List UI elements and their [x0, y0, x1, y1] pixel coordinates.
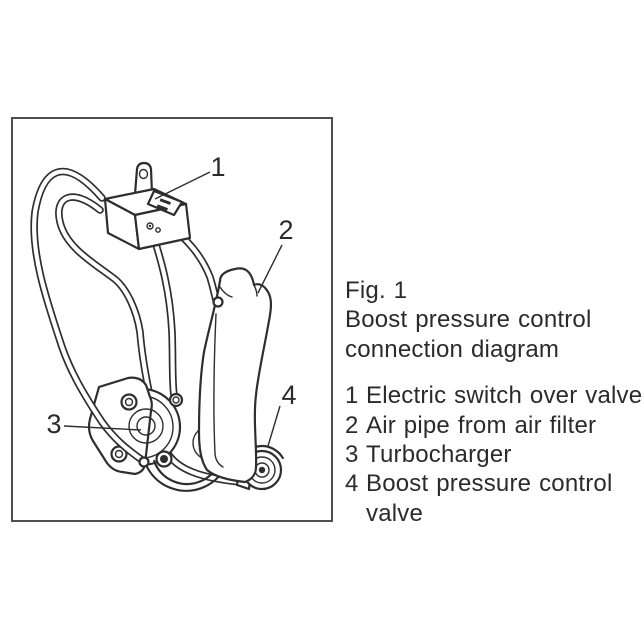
leader-line-1: [154, 171, 211, 200]
legend-item-text-wrap: valve: [366, 499, 424, 527]
figure-caption-line-1: Boost pressure control: [345, 306, 592, 334]
callout-3: 3: [46, 409, 142, 439]
callout-number-3: 3: [46, 409, 61, 439]
legend-item-number: 1: [345, 382, 359, 410]
leader-line-4: [267, 405, 281, 447]
callout-number-4: 4: [281, 380, 296, 410]
diagram-svg: 1 2 3 4: [30, 152, 297, 492]
legend-item-text: Electric switch over valve: [366, 382, 643, 410]
callout-1: 1: [154, 152, 226, 200]
legend-item-number: 4: [345, 470, 359, 498]
legend-item-number: 3: [345, 441, 359, 469]
legend-item-text: Boost pressure control: [366, 470, 613, 498]
tab-hole: [138, 168, 149, 180]
legend-item-text: Air pipe from air filter: [366, 411, 597, 439]
legend-item-text: Turbocharger: [366, 441, 512, 469]
figure-frame: 1 2 3 4: [11, 117, 333, 522]
air-pipe-drawing: [197, 267, 273, 484]
turbo-nipple: [168, 392, 184, 408]
figure-caption-line-2: connection diagram: [345, 335, 560, 363]
hose-switch-to-turbo: [148, 228, 178, 399]
callout-number-1: 1: [210, 152, 225, 182]
air-pipe-hose-nub: [212, 296, 224, 308]
figure-label: Fig. 1: [345, 277, 408, 304]
callout-number-2: 2: [278, 215, 293, 245]
callout-4: 4: [267, 380, 297, 447]
leader-line-3: [63, 425, 142, 431]
figure-text-column: Fig. 1 Boost pressure control connection…: [345, 276, 643, 528]
switch-over-valve-drawing: [103, 161, 192, 251]
callout-2: 2: [257, 215, 294, 294]
leader-line-2: [257, 244, 283, 294]
legend-item-number: 2: [345, 411, 359, 439]
hose-outer-loop: [30, 167, 150, 468]
